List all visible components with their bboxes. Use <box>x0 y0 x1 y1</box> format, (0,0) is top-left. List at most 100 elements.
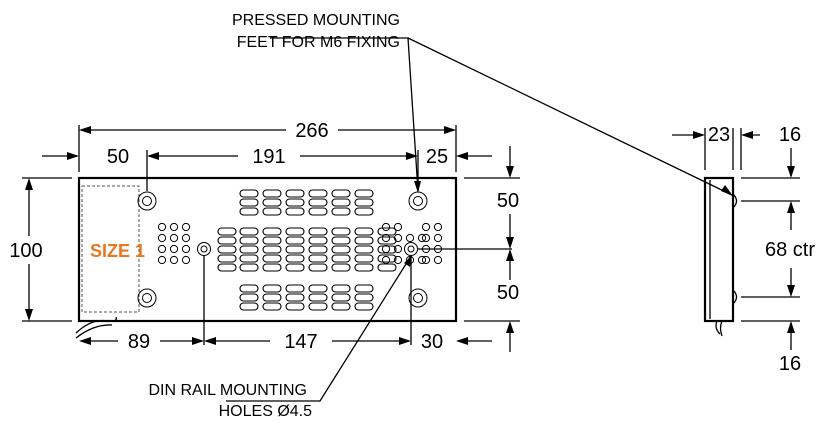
vent-hole <box>381 244 391 254</box>
vent-slot <box>308 207 328 216</box>
vent-slot <box>354 263 374 272</box>
vent-hole <box>157 255 167 265</box>
vent-slot <box>239 263 259 272</box>
vent-slot <box>308 245 328 254</box>
dim-left-offset-label: 50 <box>107 146 129 168</box>
dim-right-halves <box>506 146 514 352</box>
vent-slot <box>354 227 374 236</box>
vent-hole <box>393 233 403 243</box>
din-hole-left <box>197 242 211 256</box>
vent-hole <box>181 222 191 232</box>
vent-slot <box>262 293 282 302</box>
dim-right-offset-label: 25 <box>426 146 448 168</box>
vent-slot <box>377 227 397 236</box>
size-zone-outline <box>81 185 140 313</box>
vent-slot <box>354 302 374 311</box>
front-view <box>75 176 458 339</box>
vent-slot <box>262 227 282 236</box>
vent-slot <box>285 189 305 198</box>
vent-hole <box>433 222 443 232</box>
vent-slot <box>262 236 282 245</box>
vent-slot <box>354 189 374 198</box>
vent-slot <box>217 245 237 254</box>
vent-slot <box>285 245 305 254</box>
vent-slot <box>239 189 259 198</box>
vent-slot <box>285 254 305 263</box>
leader-lines <box>226 37 733 402</box>
vent-hole <box>421 222 431 232</box>
vent-slot <box>331 227 351 236</box>
vent-hole <box>157 244 167 254</box>
vent-slot <box>354 207 374 216</box>
vent-hole <box>421 255 431 265</box>
vent-slot <box>377 263 397 272</box>
vent-slot <box>331 207 351 216</box>
vent-hole <box>393 222 403 232</box>
vent-slot <box>331 293 351 302</box>
vent-slot <box>262 198 282 207</box>
vent-hole <box>169 244 179 254</box>
vent-slot <box>377 254 397 263</box>
vent-slot <box>377 245 397 254</box>
dim-din-row <box>79 337 492 345</box>
dim-side-centres-label: 68 ctr <box>765 239 815 261</box>
dim-overall-length <box>79 126 456 134</box>
vent-hole <box>381 222 391 232</box>
vent-slot <box>285 293 305 302</box>
vent-hole <box>393 255 403 265</box>
vent-slot <box>285 236 305 245</box>
dim-feet-spacing-label: 191 <box>252 146 285 168</box>
dim-side-bottom-label: 16 <box>779 353 801 375</box>
dim-feet-row <box>42 152 492 160</box>
vent-slot <box>239 227 259 236</box>
dim-din-spacing-label: 147 <box>284 331 317 353</box>
vent-slot <box>262 263 282 272</box>
vent-slot <box>239 207 259 216</box>
side-outline <box>703 176 735 323</box>
vent-slot <box>239 302 259 311</box>
vent-slot <box>262 284 282 293</box>
ventilation-holes <box>157 222 443 265</box>
vent-slot <box>308 254 328 263</box>
vent-slot <box>262 302 282 311</box>
mounting-foot-top-left <box>137 191 157 211</box>
dim-overall-length-label: 266 <box>295 120 328 142</box>
vent-slot <box>285 207 305 216</box>
vent-slot <box>331 254 351 263</box>
vent-hole <box>417 233 427 243</box>
vent-slot <box>262 189 282 198</box>
vent-slot <box>239 245 259 254</box>
dim-top-half-label: 50 <box>497 190 519 212</box>
vent-hole <box>169 255 179 265</box>
feet-note-line2: FEET FOR M6 FIXING <box>237 34 400 51</box>
feet-note-line1: PRESSED MOUNTING <box>232 12 400 29</box>
dim-side-depth-label: 23 <box>708 124 730 146</box>
vent-hole <box>181 244 191 254</box>
vent-slot <box>285 302 305 311</box>
dim-height-label: 100 <box>9 240 42 262</box>
vent-hole <box>157 222 167 232</box>
vent-slot <box>285 284 305 293</box>
vent-slot <box>354 284 374 293</box>
cable-outlet-edge <box>75 324 113 339</box>
vent-slot <box>331 198 351 207</box>
vent-hole <box>433 255 443 265</box>
vent-slot <box>308 198 328 207</box>
vent-slot <box>354 293 374 302</box>
vent-hole <box>157 233 167 243</box>
vent-slot <box>285 227 305 236</box>
vent-slot <box>331 236 351 245</box>
ventilation-slots <box>217 189 397 311</box>
vent-slot <box>354 236 374 245</box>
vent-slot <box>308 227 328 236</box>
vent-slot <box>308 284 328 293</box>
vent-hole <box>433 233 443 243</box>
vent-slot <box>285 263 305 272</box>
vent-slot <box>308 293 328 302</box>
vent-hole <box>169 233 179 243</box>
vent-slot <box>217 227 237 236</box>
vent-slot <box>308 302 328 311</box>
vent-slot <box>331 245 351 254</box>
vent-hole <box>181 233 191 243</box>
